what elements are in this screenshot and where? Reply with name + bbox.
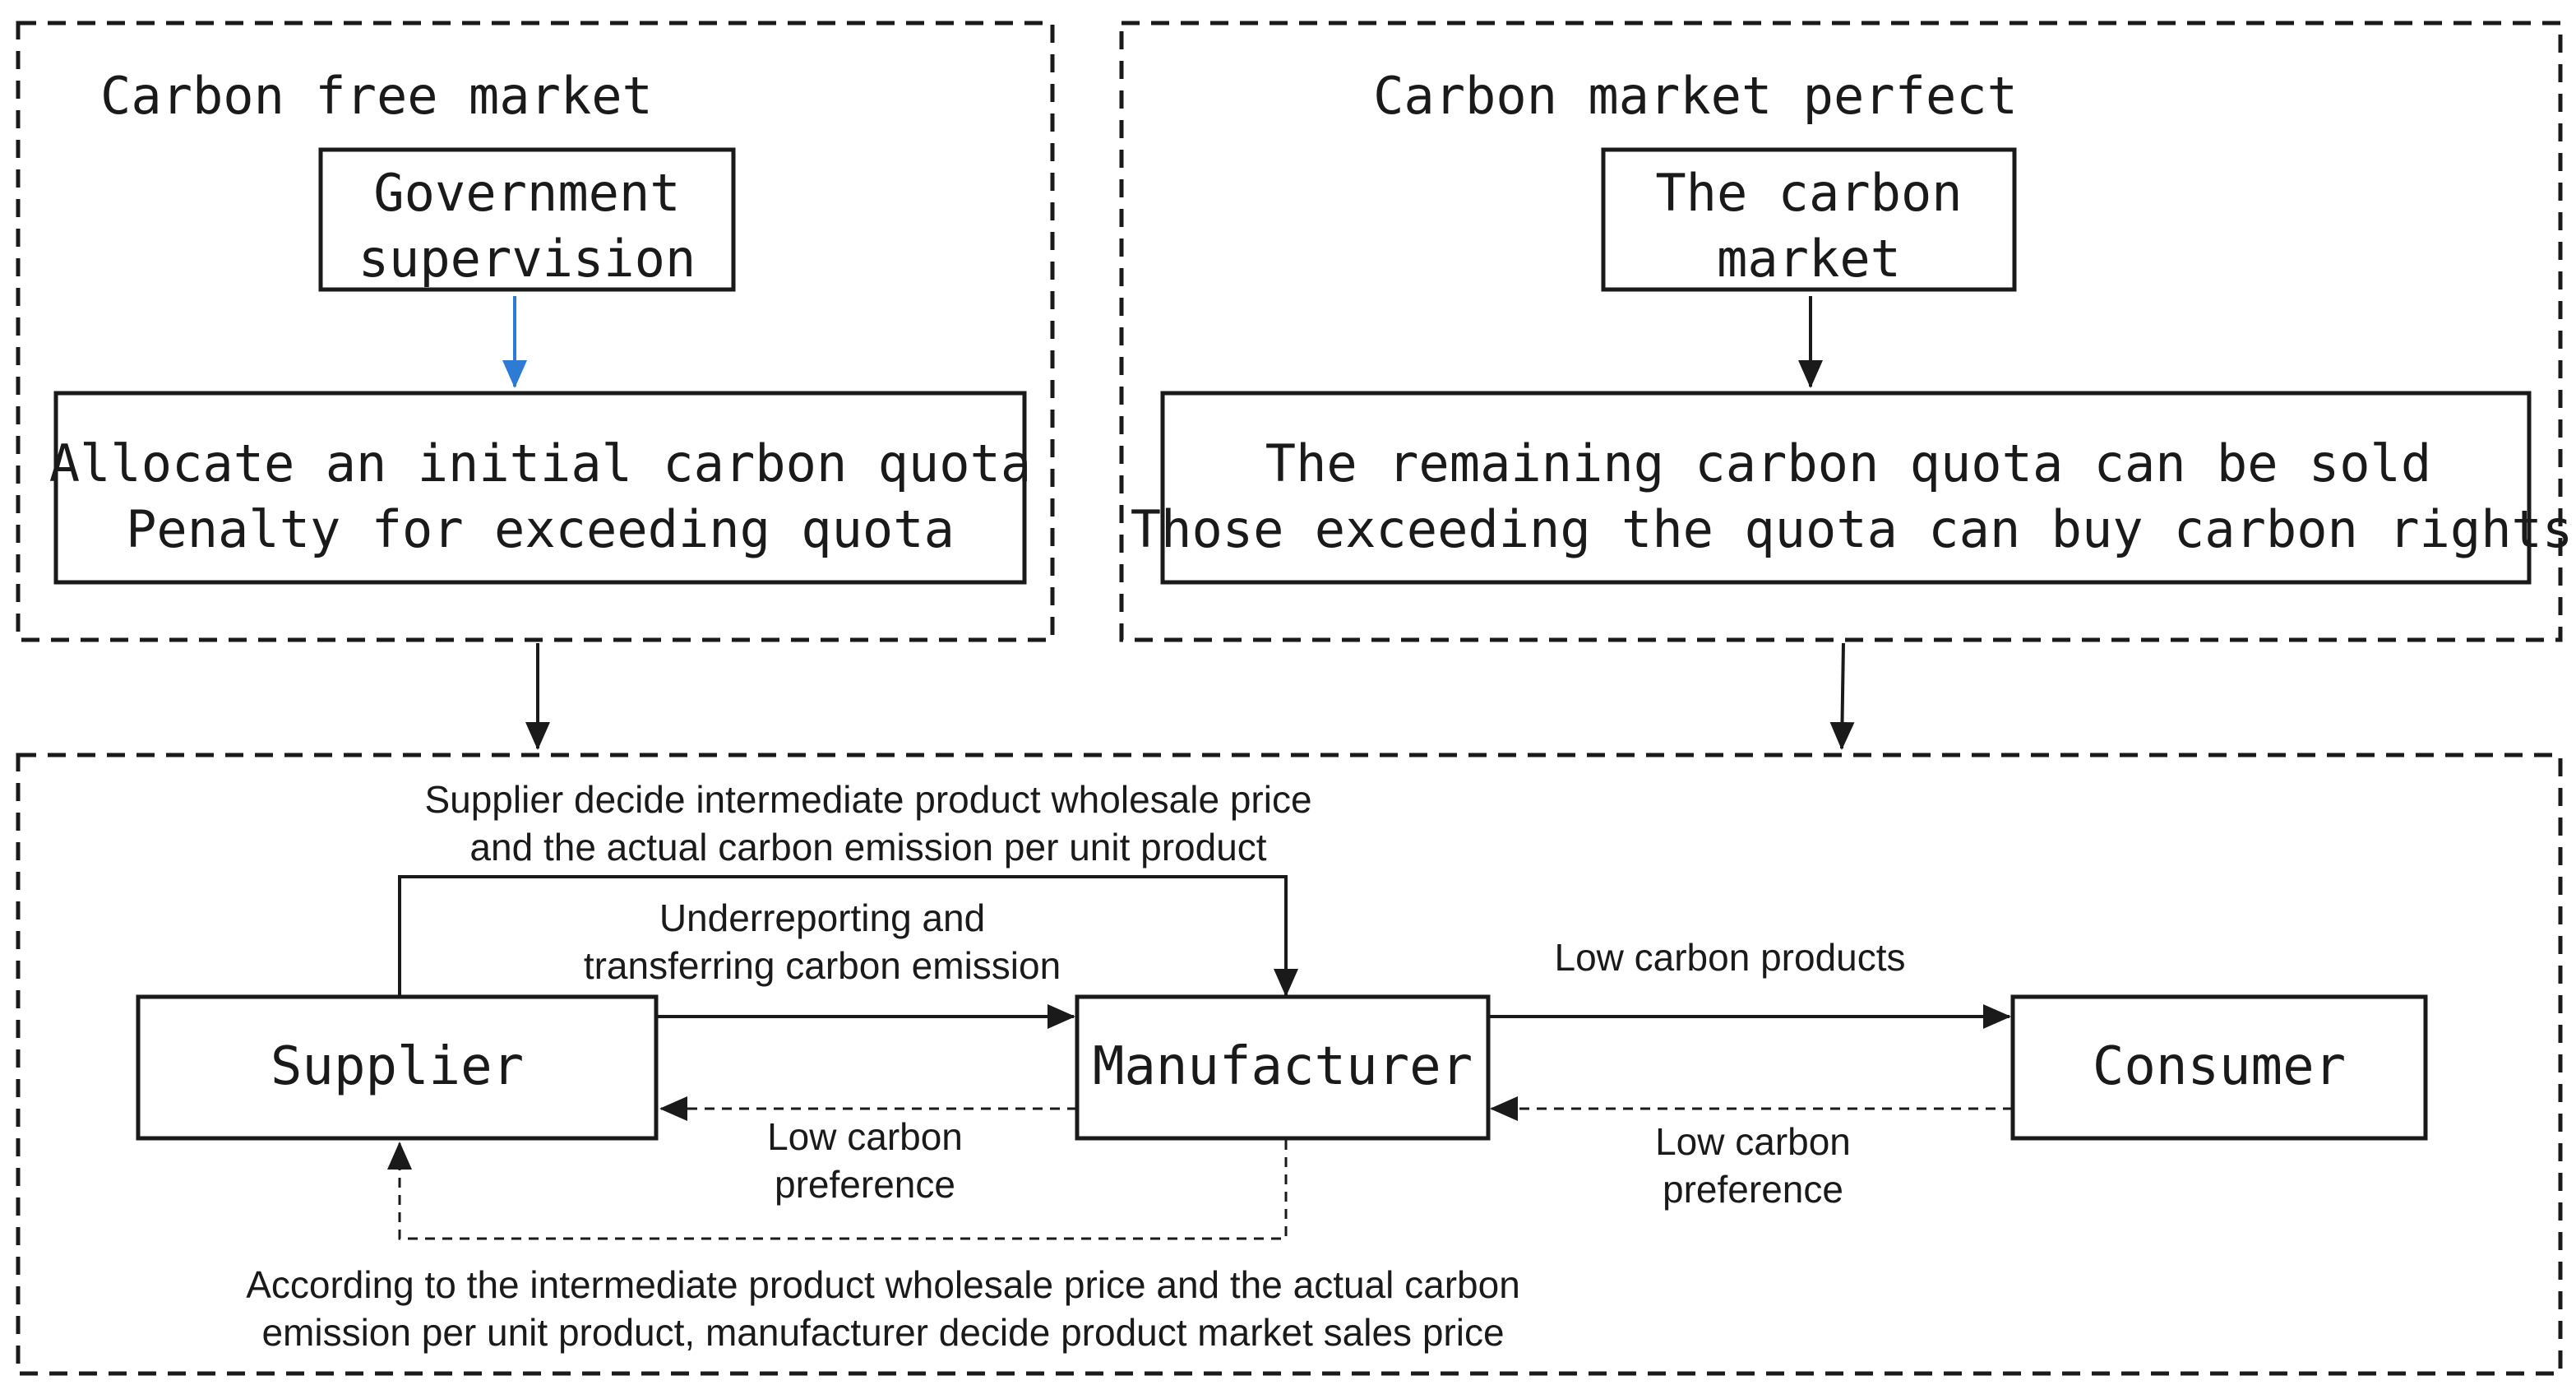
carbon-market-label-2: market <box>1717 229 1901 289</box>
low-carbon-products-label: Low carbon products <box>1554 936 1905 979</box>
allocate-quota-box <box>53 391 1027 585</box>
government-supervision-label-1: Government <box>373 163 680 223</box>
supplier-decision-label-2: and the actual carbon emission per unit … <box>469 826 1266 869</box>
right-panel-title: Carbon market perfect <box>1373 66 2018 126</box>
underreporting-label-1: Underreporting and <box>659 896 985 939</box>
supply-chain-frame <box>16 753 2563 1376</box>
pref-consumer-label-1: Low carbon <box>1655 1120 1851 1163</box>
right-panel-frame <box>1119 21 2563 642</box>
manufacturer-label: Manufacturer <box>1093 1036 1473 1097</box>
supplier-label: Supplier <box>271 1036 524 1097</box>
consumer-box <box>2010 994 2428 1141</box>
supplier-decision-arrow <box>398 875 1298 997</box>
allocate-quota-label: Allocate an initial carbon quota <box>49 433 1031 493</box>
pref-manufacturer-label-2: preference <box>775 1163 955 1206</box>
left-panel-title: Carbon free market <box>100 66 653 126</box>
manufacturer-decision-label-2: emission per unit product, manufacturer … <box>261 1311 1504 1354</box>
manufacturer-box <box>1075 994 1491 1141</box>
penalty-label: Penalty for exceeding quota <box>126 499 955 559</box>
consumer-label: Consumer <box>2093 1036 2346 1097</box>
supplier-box <box>136 994 659 1141</box>
pref-consumer-label-2: preference <box>1663 1168 1843 1211</box>
supplier-decision-label-1: Supplier decide intermediate product who… <box>424 778 1311 821</box>
carbon-market-label-1: The carbon <box>1655 163 1962 223</box>
manufacturer-decision-arrow <box>387 1140 1288 1240</box>
right-panel-down-arrow <box>1829 642 1855 750</box>
market-rules-box <box>1160 391 2532 585</box>
left-panel-frame <box>16 21 1055 642</box>
government-supervision-box <box>318 147 736 292</box>
right-panel: Carbon market perfect The carbon market … <box>1119 21 2573 642</box>
buy-carbon-rights-label: Those exceeding the quota can buy carbon… <box>1131 499 2573 559</box>
remaining-quota-label: The remaining carbon quota can be sold <box>1265 433 2431 493</box>
underreporting-label-2: transferring carbon emission <box>584 944 1061 987</box>
government-supervision-label-2: supervision <box>358 229 696 289</box>
carbon-market-box <box>1601 147 2017 292</box>
supply-chain-panel: Supplier decide intermediate product who… <box>16 753 2563 1376</box>
manufacturer-decision-label-1: According to the intermediate product wh… <box>246 1263 1520 1306</box>
left-panel: Carbon free market Government supervisio… <box>16 21 1055 642</box>
pref-manufacturer-label-1: Low carbon <box>767 1115 963 1158</box>
